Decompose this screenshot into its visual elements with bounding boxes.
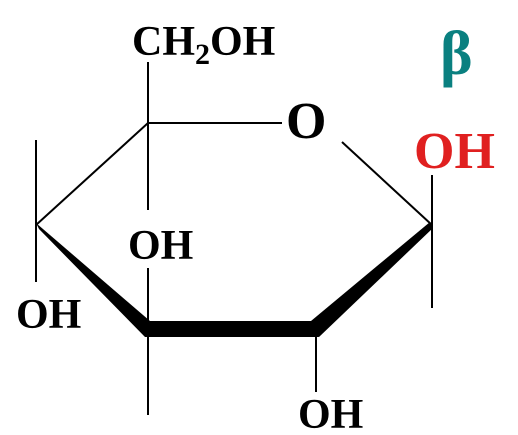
bond-c5-c4: [35, 122, 149, 226]
c4-oh-label: OH: [16, 292, 81, 338]
bond-c4-c3-wedge: [36, 223, 150, 337]
ring-oxygen-label: O: [286, 93, 326, 150]
bond-o-c1: [341, 141, 433, 226]
ch2oh-label: CH2OH: [132, 19, 275, 71]
c2-oh-label: OH: [298, 392, 363, 435]
bond-c2-c1-wedge: [311, 222, 433, 337]
bond-c3-c2-wedge: [145, 321, 319, 337]
anomeric-oh-label: OH: [414, 123, 495, 180]
beta-anomer-symbol: β: [440, 20, 473, 88]
c3-oh-label: OH: [128, 223, 193, 269]
